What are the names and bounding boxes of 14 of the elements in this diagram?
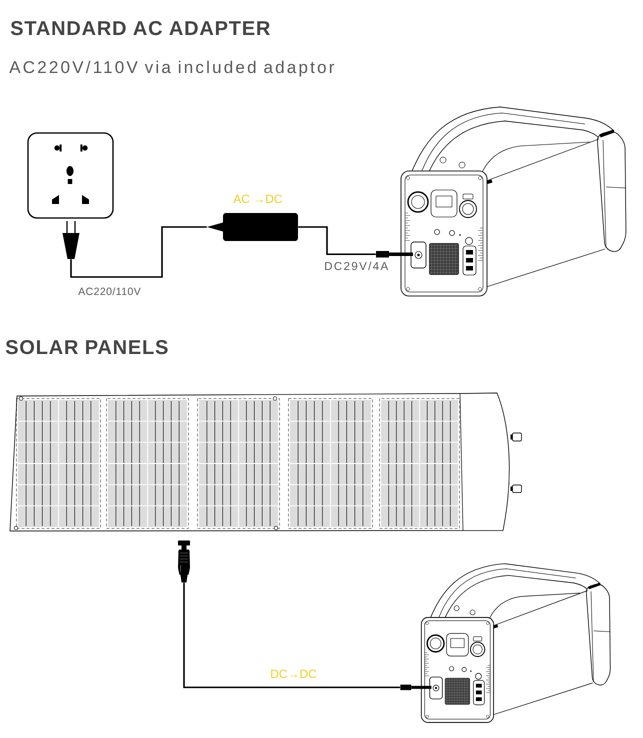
edge-label: DC→DC	[271, 670, 316, 678]
cable	[298, 226, 376, 256]
subheading: AC220V/110V via included adaptor	[9, 60, 334, 77]
edge-label: DC29V/4A	[325, 262, 388, 270]
cable	[70, 226, 207, 278]
node-label: AC →DC	[233, 194, 282, 204]
section-heading: STANDARD AC ADAPTER	[10, 21, 270, 36]
wall-socket	[27, 132, 114, 219]
power-station	[400, 563, 611, 723]
cable-connector	[178, 540, 190, 582]
section-heading: SOLAR PANELS	[6, 340, 168, 354]
power-plug	[62, 221, 80, 259]
edge-label: AC220/110V	[78, 287, 141, 296]
cable	[183, 582, 400, 688]
